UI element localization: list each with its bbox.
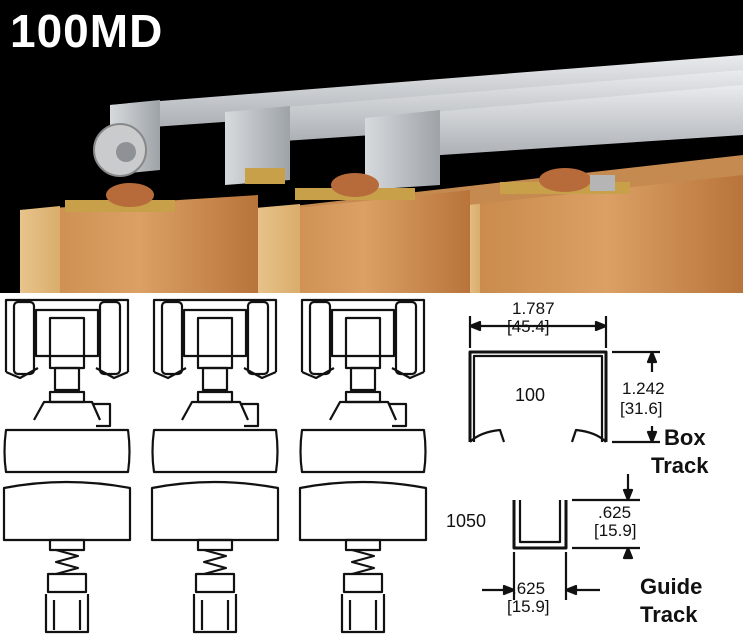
guide-track-label-line1: Guide (640, 574, 703, 599)
guide-track-height-in: .625 (598, 503, 632, 522)
guide-track-width-in: .625 (512, 579, 546, 598)
guide-track-label-line2: Track (640, 602, 698, 627)
guide-track-width-mm: [15.9] (507, 597, 550, 616)
box-track-model: 100 (515, 385, 546, 405)
technical-diagram: 1.787 [45.4] 100 1.242 [31.6] Box Track … (0, 293, 743, 637)
box-track-profile (468, 316, 660, 444)
product-photo: 100MD (0, 0, 743, 293)
hanger-assembly-drawings (2, 298, 660, 634)
product-photo-illustration (0, 0, 743, 293)
box-track-width-mm: [45.4] (507, 317, 550, 336)
box-track-label-line1: Box (664, 425, 706, 450)
box-track-width-in: 1.787 (512, 299, 555, 318)
guide-track-model: 1050 (446, 511, 487, 531)
hanger-assembly-drawing (150, 298, 280, 634)
hanger-assembly-drawing (298, 298, 428, 634)
product-title: 100MD (10, 5, 164, 57)
guide-track-height-mm: [15.9] (594, 521, 637, 540)
box-track-label-line2: Track (651, 453, 709, 478)
box-track-height-mm: [31.6] (620, 399, 663, 418)
hanger-assembly-drawing (2, 298, 132, 634)
guide-track-profile (482, 474, 640, 600)
box-track-height-in: 1.242 (622, 379, 665, 398)
